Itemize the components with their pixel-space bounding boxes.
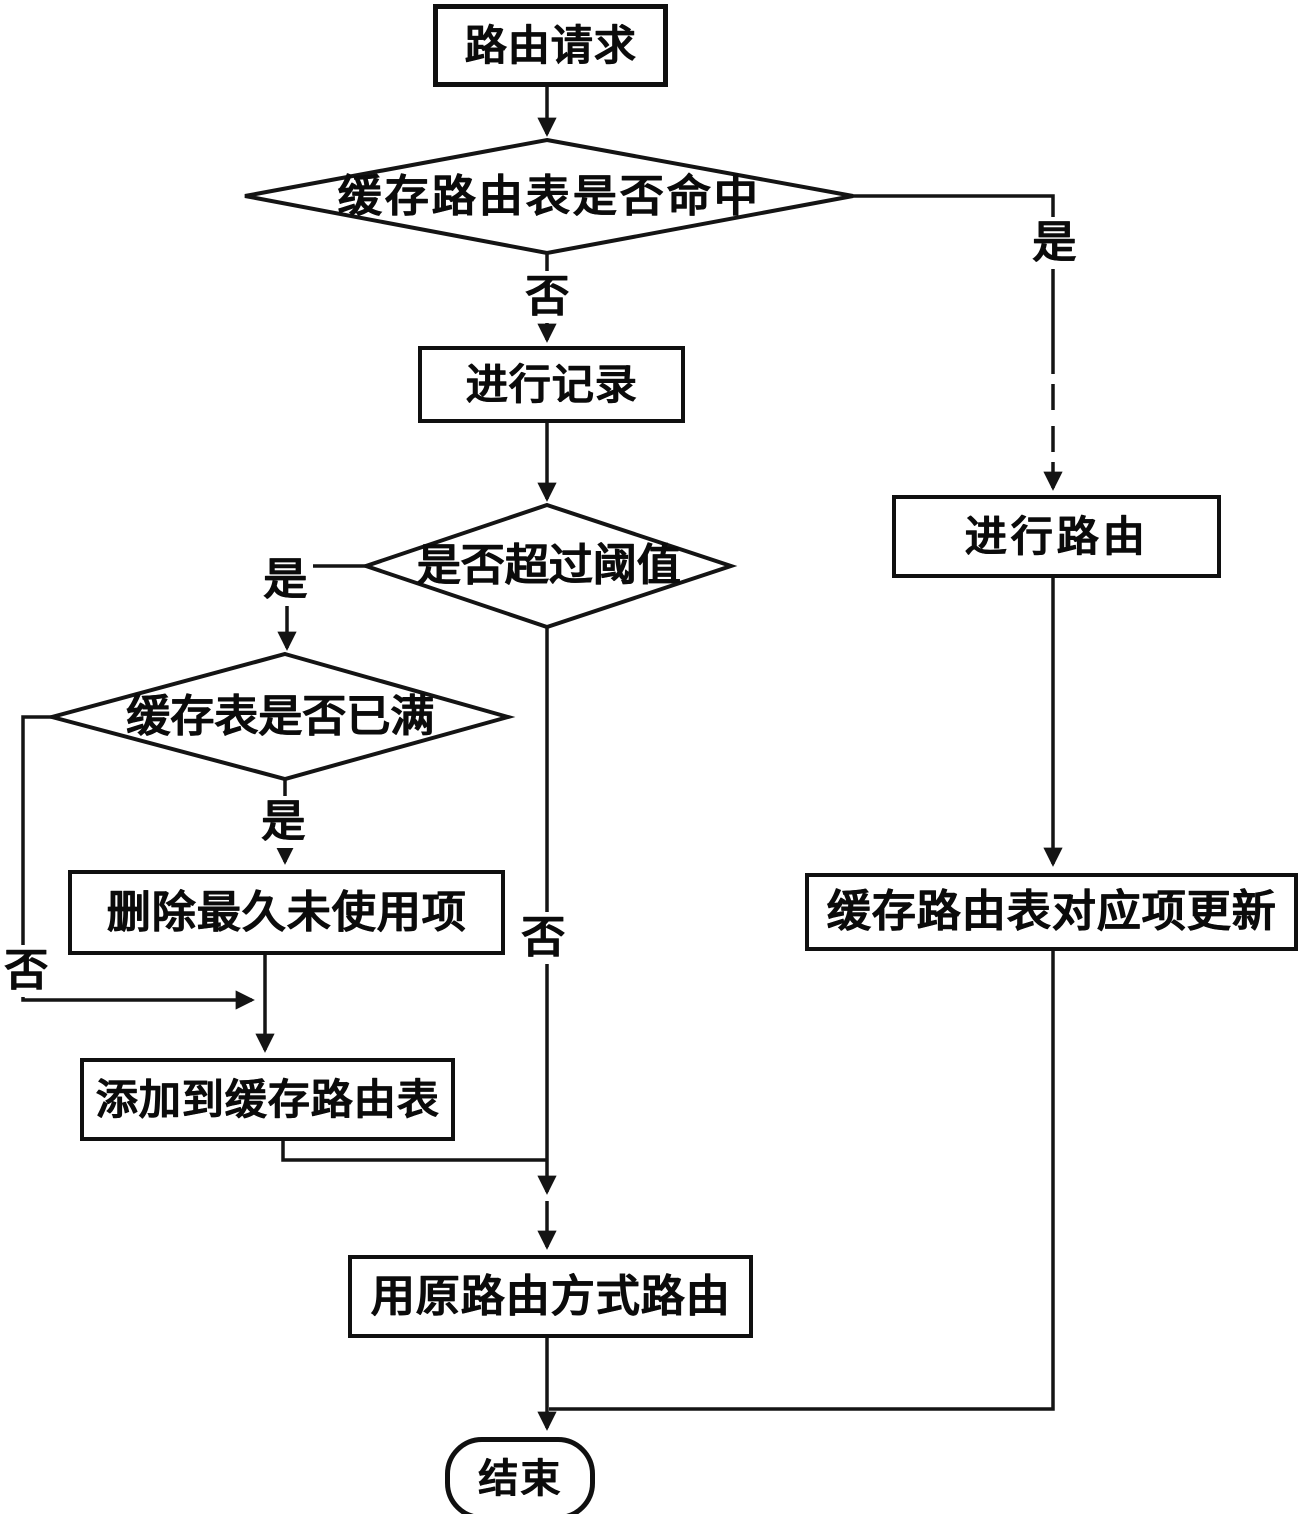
edge-cache-full-no-loop — [21, 715, 255, 1010]
node-decision-over-threshold-label: 是否超过阈值 — [416, 541, 681, 590]
edge-update-to-end-join — [549, 943, 1055, 1411]
edge-label-cache-hit-yes: 是 — [1026, 217, 1082, 269]
edge-cache-hit-yes-upper — [853, 194, 1055, 374]
edge-add-to-center-join — [281, 1133, 547, 1162]
edge-label-cache-full-no: 否 — [0, 945, 52, 997]
edge-label-over-threshold-yes: 是 — [257, 554, 313, 606]
node-decision-cache-hit-label: 缓存路由表是否命中 — [337, 171, 761, 221]
node-decision-cache-full-label: 缓存表是否已满 — [126, 691, 434, 741]
edge-label-cache-hit-no: 否 — [519, 271, 575, 323]
node-record: 进行记录 — [418, 346, 685, 423]
node-do-routing: 进行路由 — [892, 495, 1221, 578]
node-start: 路由请求 — [433, 4, 668, 87]
node-update-cache-entry: 缓存路由表对应项更新 — [805, 873, 1298, 951]
edge-label-cache-full-yes: 是 — [255, 796, 311, 848]
edge-label-over-threshold-no: 否 — [515, 912, 571, 964]
node-route-original: 用原路由方式路由 — [348, 1255, 753, 1338]
node-add-to-cache: 添加到缓存路由表 — [80, 1058, 455, 1141]
node-end: 结束 — [445, 1437, 595, 1514]
node-delete-lru: 删除最久未使用项 — [68, 870, 505, 955]
